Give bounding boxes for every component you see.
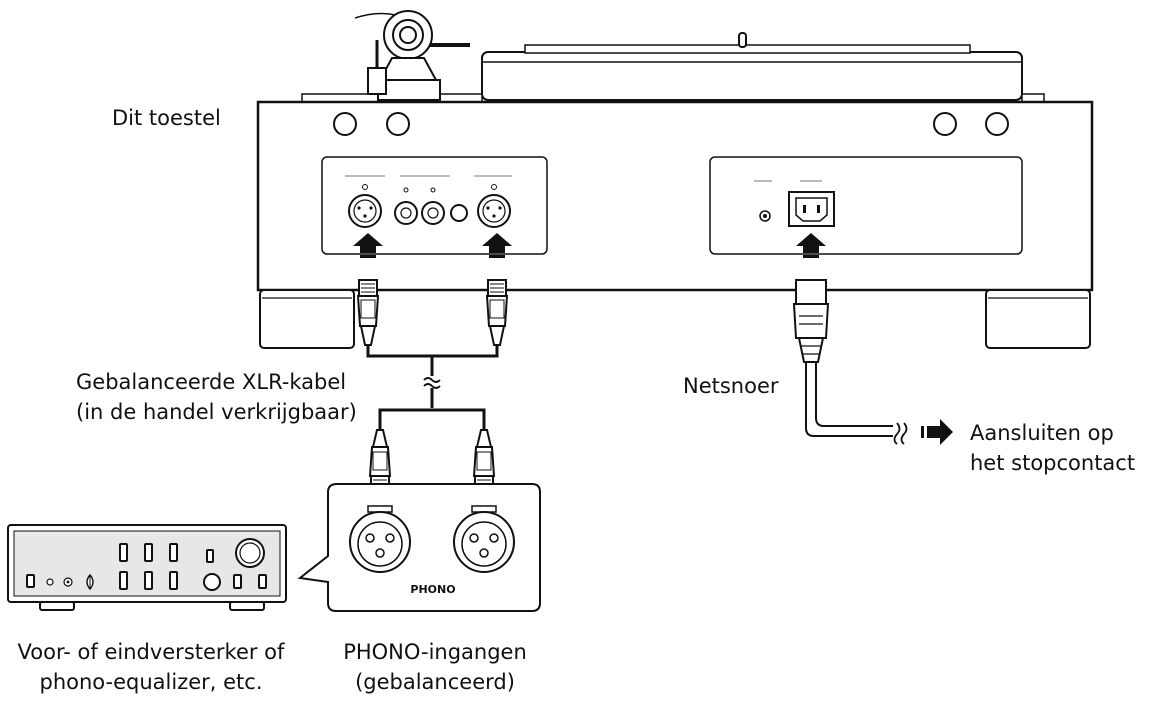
arrow-up-icon (796, 233, 826, 258)
power-panel (709, 156, 1023, 255)
xlr-connector-icon (477, 194, 511, 228)
tonearm (354, 10, 470, 101)
xlr-plug-upper-left (356, 279, 380, 346)
platter (481, 51, 1023, 101)
xlr-connector-icon (349, 505, 411, 573)
phono-panel-label: PHONO (410, 583, 455, 596)
xlr-connector-icon (348, 194, 382, 228)
xlr-plug-lower-right (472, 429, 496, 493)
xlr-connector-icon (453, 505, 515, 573)
power-cord (792, 279, 908, 445)
power-cord-label: Netsnoer (683, 374, 779, 398)
xlr-plug-lower-left (368, 429, 392, 493)
ac-inlet-icon (788, 191, 835, 227)
knob (933, 112, 957, 136)
output-panel (321, 156, 548, 255)
phono-callout: PHONO (297, 483, 541, 612)
turntable-top (301, 10, 1045, 103)
arrow-up-icon (482, 233, 512, 258)
amplifier-label: Voor- of eindversterker of phono-equaliz… (17, 640, 285, 694)
knob (333, 112, 357, 136)
spindle (738, 32, 747, 48)
foot-right (985, 289, 1091, 349)
phono-inputs-label: PHONO-ingangen (gebalanceerd) (343, 640, 527, 694)
foot-left (259, 289, 355, 349)
amplifier (7, 524, 287, 611)
arrow-right-icon (921, 419, 953, 445)
knob (386, 112, 410, 136)
knob (985, 112, 1009, 136)
cable-break (423, 377, 441, 389)
outlet-label: Aansluiten op het stopcontact (970, 421, 1136, 475)
arrow-up-icon (353, 233, 383, 258)
device-label: Dit toestel (112, 106, 221, 130)
xlr-cable-label: Gebalanceerde XLR-kabel (in de handel ve… (76, 370, 357, 424)
xlr-plug-upper-right (485, 279, 509, 346)
xlr-cable (366, 345, 499, 430)
